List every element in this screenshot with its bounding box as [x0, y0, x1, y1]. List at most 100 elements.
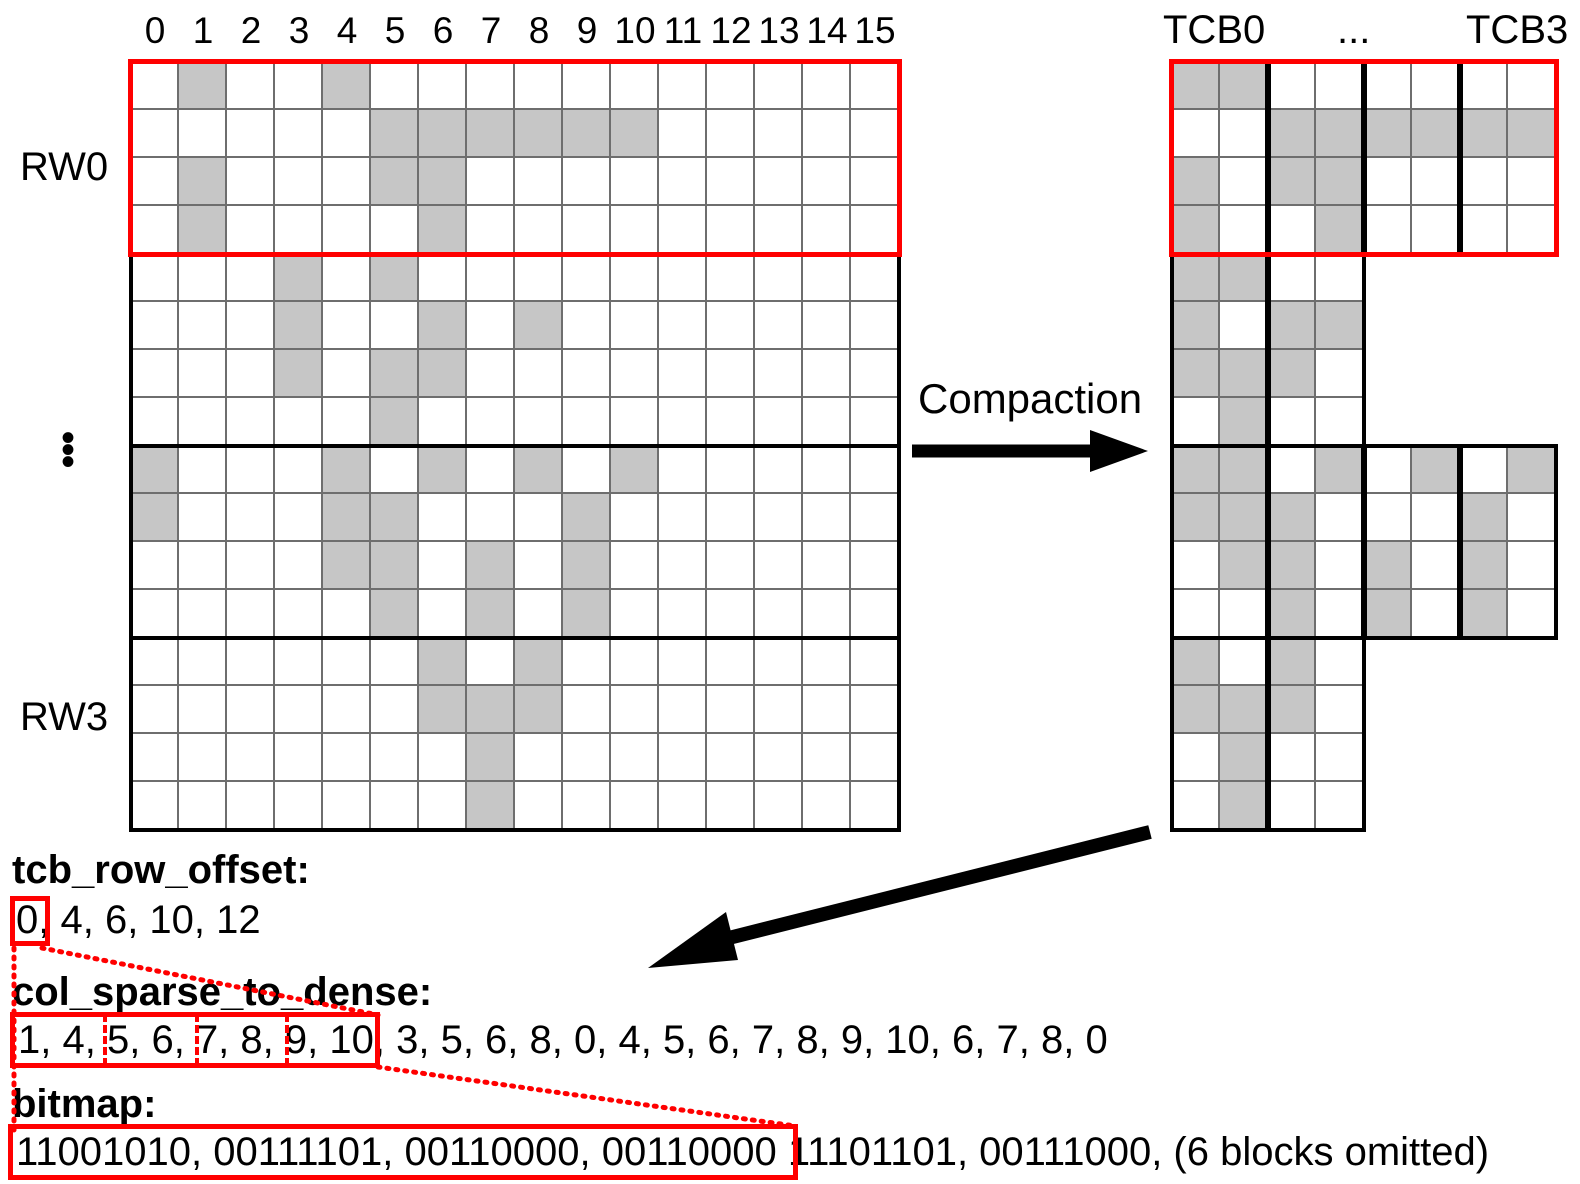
matrix-cell — [275, 206, 323, 254]
matrix-cell — [275, 62, 323, 110]
matrix-cell — [467, 494, 515, 542]
matrix-cell — [1268, 542, 1316, 590]
matrix-cell — [467, 638, 515, 686]
matrix-cell — [803, 206, 851, 254]
matrix-cell — [1220, 686, 1268, 734]
tcb-divider — [1265, 638, 1271, 830]
matrix-cell — [1220, 590, 1268, 638]
matrix-cell — [323, 446, 371, 494]
matrix-cell — [371, 686, 419, 734]
matrix-cell — [851, 686, 899, 734]
compaction-arrow-icon — [910, 428, 1150, 474]
compacted-to-arrays-arrow-icon — [630, 820, 1160, 980]
matrix-cell — [515, 110, 563, 158]
matrix-cell — [851, 734, 899, 782]
matrix-cell — [1268, 62, 1316, 110]
matrix-cell — [755, 110, 803, 158]
matrix-cell — [611, 110, 659, 158]
matrix-cell — [659, 542, 707, 590]
matrix-cell — [563, 62, 611, 110]
matrix-cell — [467, 206, 515, 254]
matrix-cell — [755, 446, 803, 494]
matrix-cell — [323, 302, 371, 350]
matrix-cell — [131, 62, 179, 110]
matrix-cell — [563, 734, 611, 782]
matrix-cell — [323, 494, 371, 542]
matrix-cell — [659, 590, 707, 638]
matrix-cell — [1220, 638, 1268, 686]
matrix-cell — [419, 158, 467, 206]
matrix-cell — [371, 542, 419, 590]
matrix-cell — [707, 542, 755, 590]
matrix-cell — [1220, 782, 1268, 830]
matrix-cell — [1508, 206, 1556, 254]
matrix-cell — [131, 590, 179, 638]
matrix-cell — [1316, 254, 1364, 302]
matrix-cell — [419, 686, 467, 734]
tcb-divider — [1361, 62, 1367, 254]
matrix-cell — [131, 782, 179, 830]
matrix-cell — [1172, 542, 1220, 590]
matrix-cell — [275, 782, 323, 830]
matrix-cell — [1316, 206, 1364, 254]
matrix-cell — [755, 62, 803, 110]
matrix-cell — [1268, 206, 1316, 254]
bitmap-values: 11001010, 00111101, 00110000, 00110000 1… — [16, 1130, 1489, 1175]
matrix-cell — [1172, 782, 1220, 830]
tcb-row-offset-rest-values: , 4, 6, 10, 12 — [38, 898, 261, 942]
matrix-cell — [659, 254, 707, 302]
tcb-header-last: TCB3 — [1466, 8, 1569, 52]
matrix-cell — [419, 542, 467, 590]
matrix-cell — [1316, 110, 1364, 158]
matrix-cell — [707, 398, 755, 446]
matrix-cell — [1268, 494, 1316, 542]
matrix-cell — [1172, 158, 1220, 206]
matrix-cell — [755, 734, 803, 782]
matrix-cell — [227, 302, 275, 350]
tcb-divider — [1361, 446, 1367, 638]
row-group-label-rw0: RW0 — [20, 145, 109, 189]
matrix-cell — [611, 638, 659, 686]
matrix-cell — [419, 206, 467, 254]
matrix-cell — [563, 206, 611, 254]
matrix-cell — [371, 638, 419, 686]
matrix-cell — [803, 446, 851, 494]
matrix-cell — [563, 110, 611, 158]
matrix-cell — [851, 158, 899, 206]
matrix-cell — [563, 446, 611, 494]
matrix-cell — [755, 542, 803, 590]
matrix-cell — [803, 398, 851, 446]
matrix-cell — [611, 62, 659, 110]
matrix-cell — [323, 734, 371, 782]
matrix-cell — [131, 110, 179, 158]
matrix-cell — [563, 302, 611, 350]
matrix-cell — [371, 350, 419, 398]
column-header-14: 14 — [806, 10, 848, 51]
matrix-cell — [563, 494, 611, 542]
matrix-cell — [1508, 494, 1556, 542]
matrix-cell — [179, 590, 227, 638]
matrix-cell — [707, 734, 755, 782]
matrix-cell — [467, 62, 515, 110]
matrix-cell — [659, 638, 707, 686]
matrix-cell — [1412, 62, 1460, 110]
matrix-cell — [1364, 206, 1412, 254]
matrix-cell — [467, 590, 515, 638]
matrix-cell — [1364, 542, 1412, 590]
matrix-cell — [227, 206, 275, 254]
matrix-cell — [803, 734, 851, 782]
row-group-label-rw3: RW3 — [20, 695, 109, 739]
matrix-cell — [323, 254, 371, 302]
matrix-cell — [467, 542, 515, 590]
compacted-matrix-grid — [1169, 59, 1559, 832]
matrix-cell — [227, 350, 275, 398]
matrix-cell — [131, 254, 179, 302]
col-sparse-to-dense-group-0: 1, 4, — [18, 1018, 96, 1062]
matrix-cell — [419, 62, 467, 110]
column-header-9: 9 — [576, 10, 598, 51]
matrix-cell — [563, 686, 611, 734]
matrix-cell — [1316, 446, 1364, 494]
matrix-cell — [515, 590, 563, 638]
matrix-cell — [275, 110, 323, 158]
matrix-cell — [467, 110, 515, 158]
